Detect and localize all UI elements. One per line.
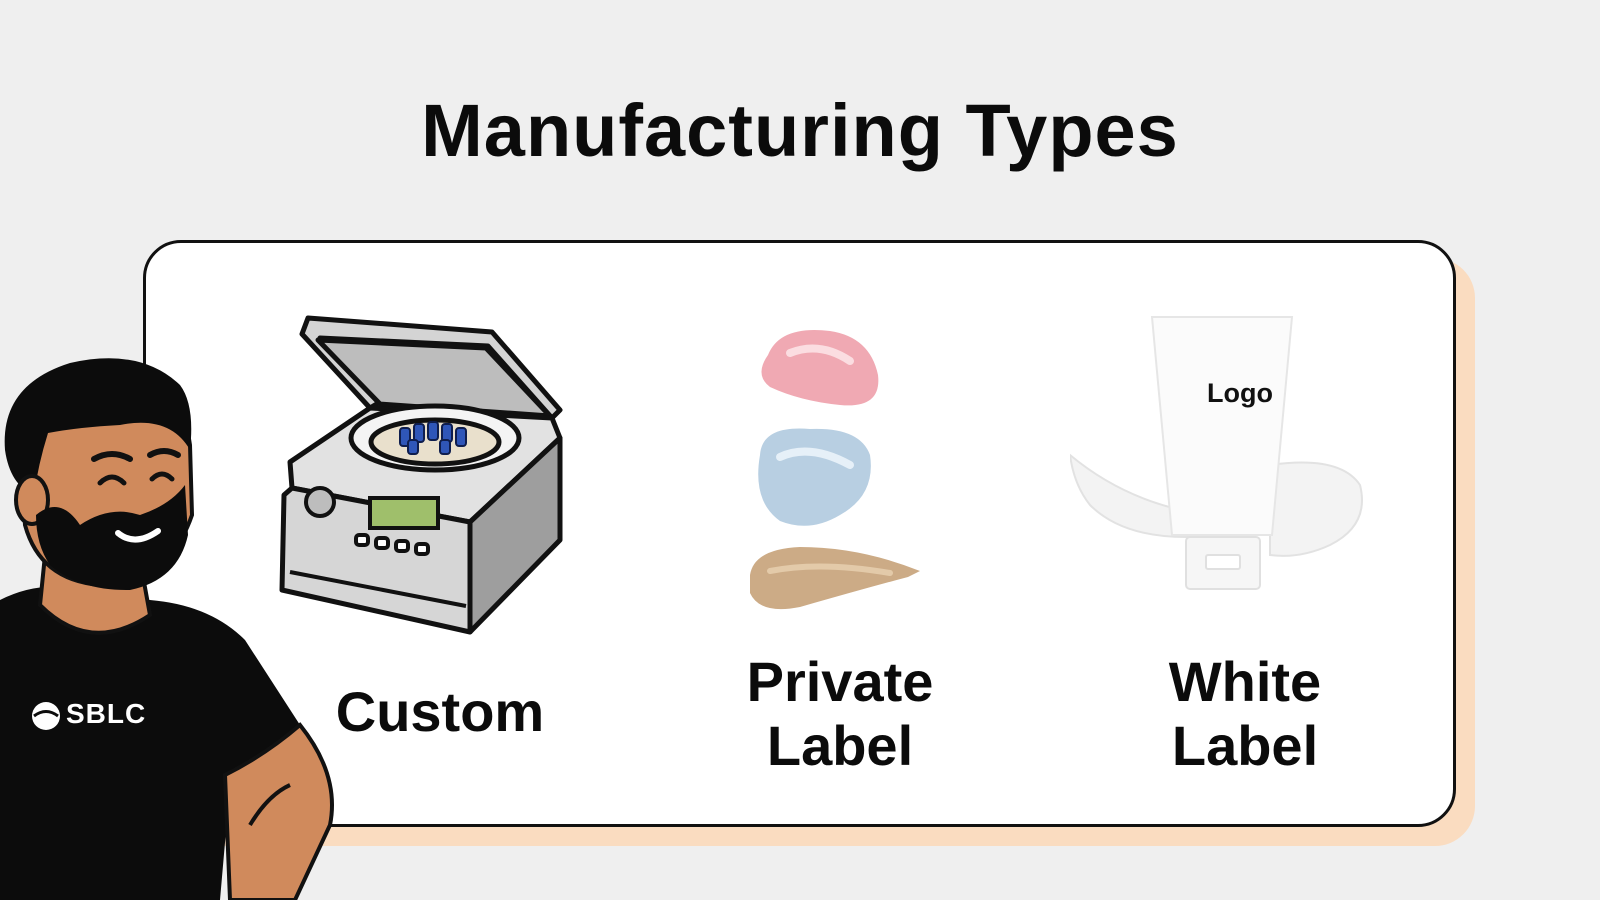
centrifuge-icon xyxy=(279,315,563,635)
type-label-line: Label xyxy=(766,714,914,777)
cosmetic-swatches-icon xyxy=(750,330,920,610)
type-label-custom: Custom xyxy=(300,680,580,744)
type-label-line: White xyxy=(1168,650,1322,713)
presenter-character xyxy=(0,358,334,900)
type-label-line: Private xyxy=(746,650,934,713)
type-label-private-label: Private Label xyxy=(700,650,980,778)
shirt-logo-text: SBLC xyxy=(66,698,147,729)
type-label-line: Label xyxy=(1171,714,1319,777)
page-title: Manufacturing Types xyxy=(421,89,1179,172)
tube-logo-text: Logo xyxy=(1207,378,1273,408)
type-label-line: Custom xyxy=(335,680,545,743)
type-label-white-label: White Label xyxy=(1105,650,1385,778)
cream-tube-icon xyxy=(1070,316,1363,590)
